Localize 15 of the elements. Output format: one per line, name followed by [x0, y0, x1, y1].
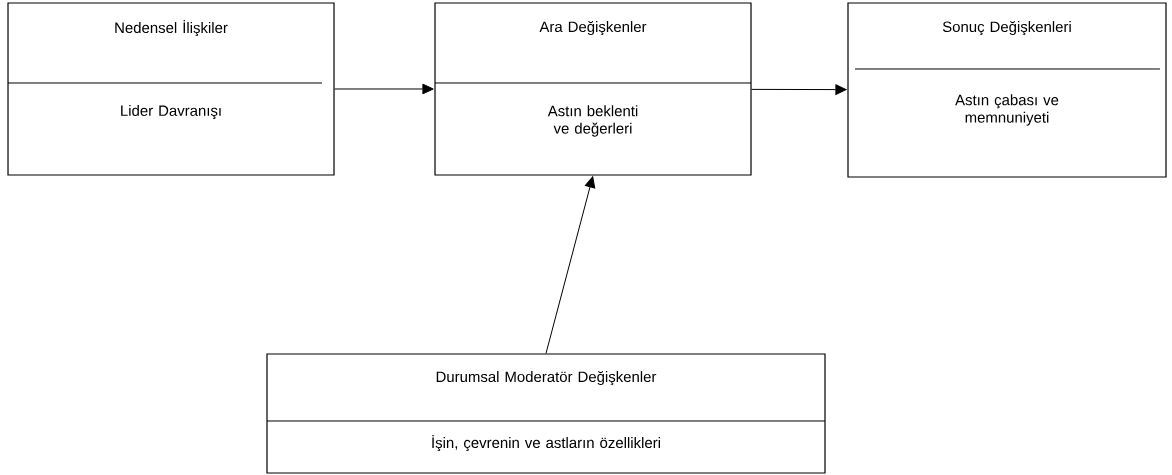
arrow: [751, 84, 847, 95]
arrow: [545, 176, 596, 354]
box-title: Durumsal Moderatör Değişkenler: [436, 370, 657, 386]
box: [7, 2, 335, 176]
box-text: Lider Davranışı: [121, 105, 221, 119]
box-title: Sonuç Değişkenleri: [942, 20, 1071, 36]
box-title: Nedensel İlişkiler: [115, 19, 228, 37]
box-text: Astın beklenti ve değerleri: [547, 105, 638, 137]
box: [266, 353, 826, 474]
box-text: Astın çabası ve memnuniyeti: [955, 94, 1059, 126]
box: [434, 2, 752, 176]
box-text: İşin, çevrenin ve astların özellikleri: [432, 434, 660, 452]
box: [847, 2, 1167, 178]
box-title: Ara Değişkenler: [539, 20, 647, 36]
arrow: [334, 83, 434, 95]
